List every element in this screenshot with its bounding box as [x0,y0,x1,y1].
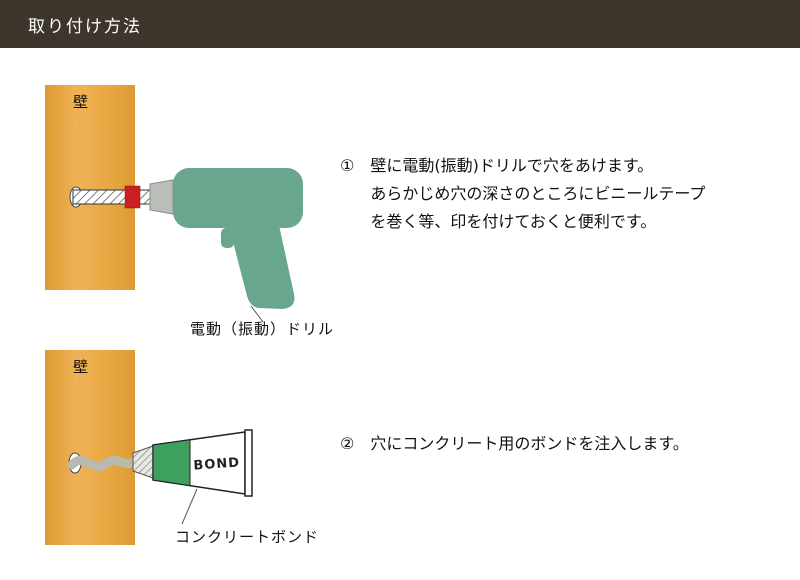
header-bar: 取り付け方法 [0,0,800,48]
bond-green-band [152,439,191,487]
drill-illustration [69,168,303,323]
bond-nozzle [132,445,154,479]
drill-body [173,168,303,228]
bond-illustration: BOND [67,429,253,525]
bond-crimp-end [244,429,253,497]
drill-label: 電動（振動）ドリル [190,320,335,338]
bond-label: コンクリートボンド [175,528,320,546]
drill-chuck [149,179,174,215]
step-1-line-2: あらかじめ穴の深さのところにビニールテープ [370,184,706,203]
tape-band [124,185,141,209]
wall-label-1: 壁 [73,93,90,111]
page-title: 取り付け方法 [28,16,142,37]
drill-trigger [221,228,234,248]
step-2-number: ② [340,434,355,453]
wall-label-2: 壁 [73,358,90,376]
bond-tube-text: BOND [193,455,241,473]
step-1-lines: 壁に電動(振動)ドリルで穴をあけます。 あらかじめ穴の深さのところにビニールテー… [370,152,705,236]
wall-illustration-1 [45,85,135,290]
drill-pointer-line [250,305,264,323]
step-1-line-3: を巻く等、印を付けておくと便利です。 [370,212,657,231]
step-1-text: ① 壁に電動(振動)ドリルで穴をあけます。 あらかじめ穴の深さのところにビニール… [340,152,705,236]
bond-pointer-line [181,488,198,525]
wall-illustration-2 [45,350,135,545]
step-2-text: ② 穴にコンクリート用のボンドを注入します。 [340,430,689,458]
step-2-lines: 穴にコンクリート用のボンドを注入します。 [370,430,688,458]
step-2-line-1: 穴にコンクリート用のボンドを注入します。 [370,434,689,453]
step-1-number: ① [340,156,355,175]
step-1-line-1: 壁に電動(振動)ドリルで穴をあけます。 [370,156,654,175]
drill-handle [230,216,295,309]
adhesive-squiggle [67,455,140,471]
